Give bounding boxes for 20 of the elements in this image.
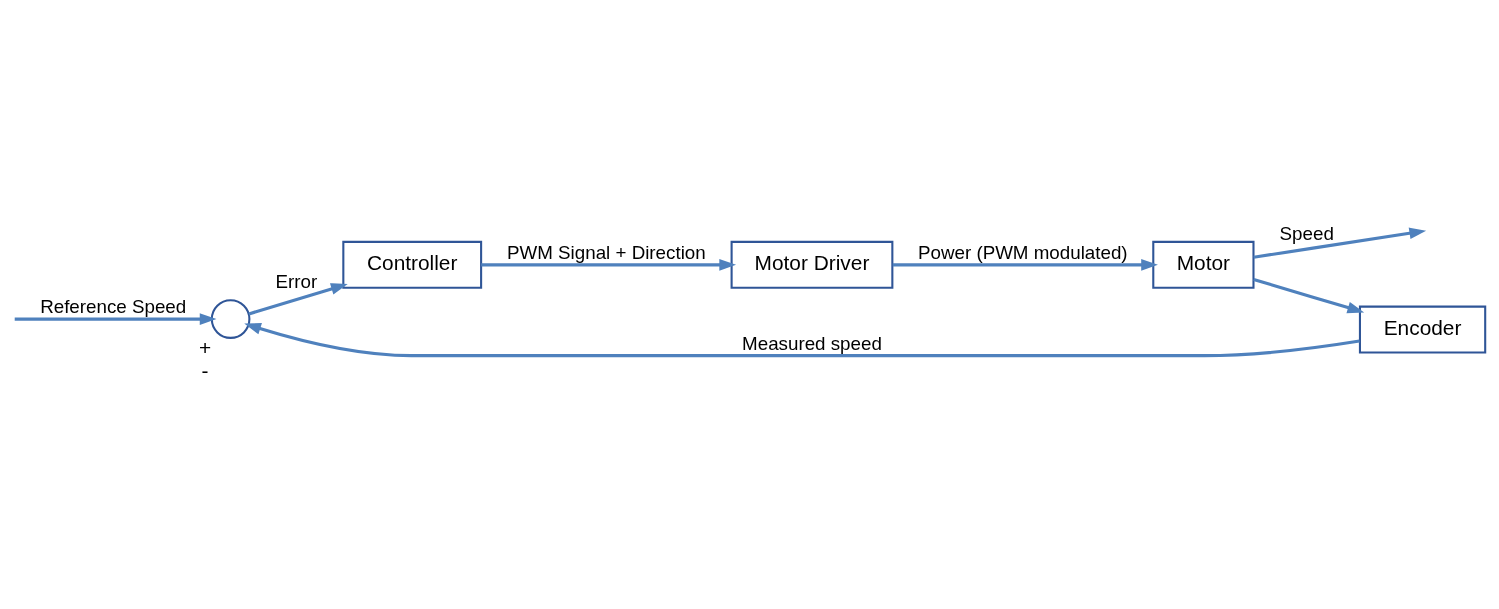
node-box: Encoder [1358, 305, 1487, 354]
edge-label: Speed [1279, 223, 1334, 245]
edge-label: Measured speed [742, 332, 882, 354]
edge-label: Error [275, 271, 318, 293]
node-box: Motor [1152, 240, 1255, 289]
node-label: + [198, 335, 212, 359]
node-box: Controller [342, 240, 483, 289]
edge-label: PWM Signal + Direction [507, 241, 706, 263]
edge-label: Reference Speed [40, 296, 187, 318]
arrow [248, 283, 348, 316]
arrow [481, 258, 737, 271]
arrow [1253, 278, 1365, 314]
node-circle [210, 299, 251, 339]
arrow [892, 258, 1158, 271]
node-label: - [201, 358, 209, 382]
arrow [1253, 227, 1427, 259]
arrow [244, 323, 1360, 358]
edge-label: Power (PWM modulated) [918, 241, 1128, 263]
arrow [14, 313, 217, 325]
node-box: Motor Driver [730, 240, 894, 289]
